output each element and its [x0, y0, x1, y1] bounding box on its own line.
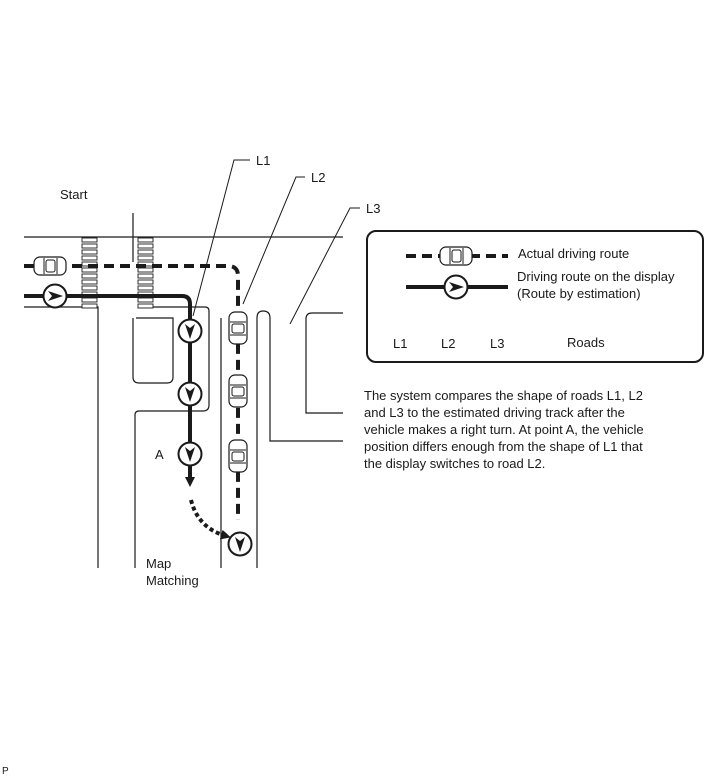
car-icon — [228, 311, 248, 345]
estimated-route-path — [24, 294, 195, 487]
description-line: and L3 to the estimated driving track af… — [364, 405, 625, 420]
position-arrow-icon — [227, 531, 253, 557]
position-arrow-icon — [42, 283, 68, 309]
l2-label: L2 — [311, 170, 325, 185]
start-car-icon — [33, 256, 67, 276]
corner-mark: P — [2, 766, 9, 777]
l3-label: L3 — [366, 201, 380, 216]
leader-lines — [192, 159, 360, 325]
legend-roads: Roads — [567, 335, 605, 350]
legend-box: Actual driving route Driving route on th… — [366, 230, 704, 363]
actual-route-path — [24, 264, 240, 520]
legend-display-route-line2: (Route by estimation) — [517, 286, 641, 301]
position-arrow-icon — [177, 441, 203, 467]
description-text: The system compares the shape of roads L… — [364, 387, 684, 472]
car-icon — [228, 374, 248, 408]
description-line: The system compares the shape of roads L… — [364, 388, 643, 403]
legend-l3: L3 — [490, 336, 504, 351]
point-a-label: A — [155, 447, 164, 462]
legend-arrow-icon — [443, 274, 469, 300]
road-lines — [24, 213, 343, 568]
position-arrow-icon — [177, 381, 203, 407]
position-arrow-icon — [177, 318, 203, 344]
legend-l2: L2 — [441, 336, 455, 351]
legend-l1: L1 — [393, 336, 407, 351]
legend-display-route-line1: Driving route on the display — [517, 269, 675, 284]
map-matching-label-line1: Map — [146, 556, 171, 571]
legend-actual-route: Actual driving route — [518, 246, 629, 261]
start-label: Start — [60, 187, 88, 202]
map-matching-label-line2: Matching — [146, 573, 199, 588]
description-line: position differs enough from the shape o… — [364, 439, 643, 454]
description-line: vehicle makes a right turn. At point A, … — [364, 422, 644, 437]
car-icon — [228, 439, 248, 473]
description-line: the display switches to road L2. — [364, 456, 546, 471]
l1-label: L1 — [256, 153, 270, 168]
legend-car-icon — [439, 246, 473, 266]
